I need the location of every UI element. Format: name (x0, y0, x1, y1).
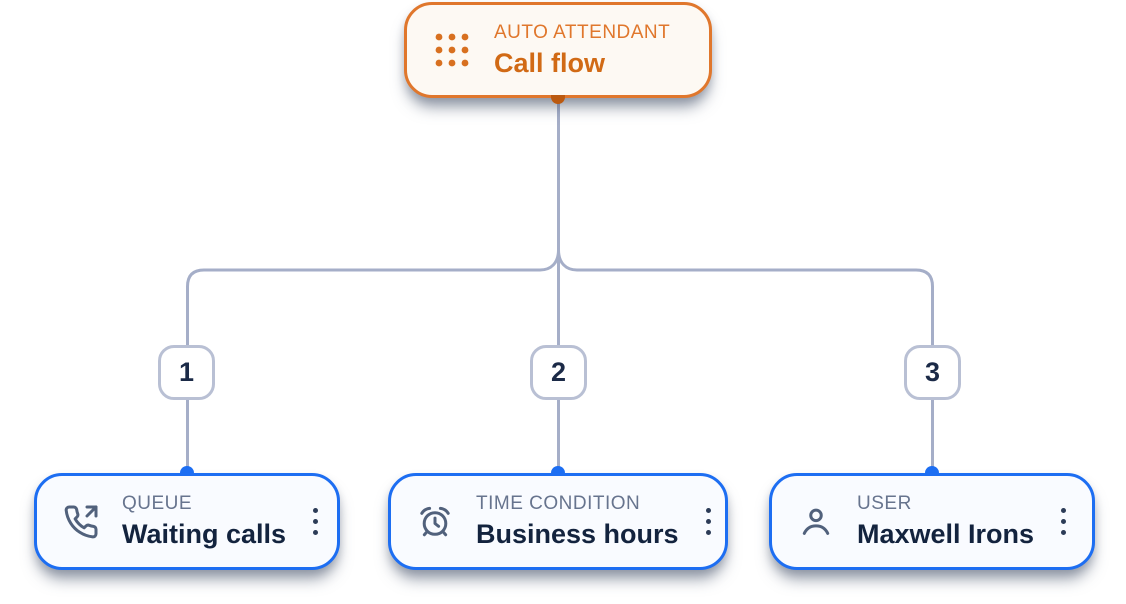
dialpad-icon (433, 31, 471, 69)
time-condition-title: Business hours (476, 519, 679, 549)
branch-number: 1 (178, 357, 195, 387)
time-condition-more-options-button[interactable] (702, 502, 715, 541)
user-node[interactable]: USER Maxwell Irons (769, 473, 1095, 570)
time-condition-connector-dot (551, 466, 565, 475)
user-title: Maxwell Irons (857, 519, 1035, 549)
root-title: Call flow (494, 47, 606, 78)
phone-outgoing-icon (63, 504, 99, 540)
branch-number: 3 (924, 357, 941, 387)
user-connector-dot (925, 466, 939, 475)
connector-left-branch (186, 248, 560, 475)
branch-badge-2: 2 (530, 345, 587, 400)
auto-attendant-node[interactable]: AUTO ATTENDANT Call flow (404, 2, 712, 98)
queue-node[interactable]: QUEUE Waiting calls (34, 473, 340, 570)
user-icon (798, 504, 834, 540)
user-more-options-button[interactable] (1057, 502, 1070, 541)
connector-right-branch (557, 248, 934, 475)
time-condition-node[interactable]: TIME CONDITION Business hours (388, 473, 728, 570)
branch-badge-1: 1 (158, 345, 215, 400)
root-connector-dot (551, 95, 565, 104)
queue-more-options-button[interactable] (309, 502, 322, 541)
alarm-clock-icon (417, 504, 453, 540)
queue-title: Waiting calls (122, 519, 287, 549)
queue-connector-dot (180, 466, 194, 475)
root-type-label: AUTO ATTENDANT (494, 21, 671, 43)
branch-badge-3: 3 (904, 345, 961, 400)
queue-type-label: QUEUE (122, 493, 193, 514)
branch-number: 2 (550, 357, 567, 387)
time-condition-type-label: TIME CONDITION (476, 493, 641, 514)
user-type-label: USER (857, 493, 912, 514)
